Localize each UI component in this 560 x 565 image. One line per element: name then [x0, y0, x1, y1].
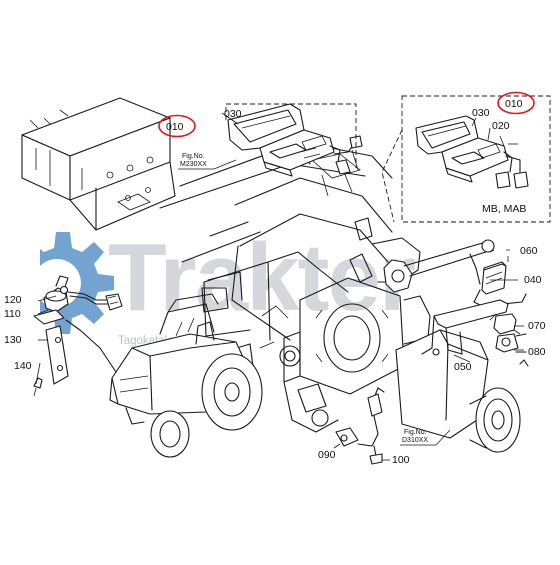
part-label-080: 080: [528, 346, 546, 358]
part-label-040: 040: [524, 274, 542, 286]
part-label-140: 140: [14, 360, 32, 372]
leader-lines: [35, 112, 524, 461]
watermark-brand: Trakter: [108, 224, 415, 331]
figure-ref-bottom: Fig.No. D310XX: [400, 429, 451, 446]
sensor-assembly-drawing: [33, 275, 123, 397]
part-label-030-main: 030: [224, 108, 242, 120]
watermark: Trakter Tagokatalogus: [40, 224, 417, 347]
part-label-050: 050: [454, 361, 472, 373]
part-label-030-inset: 030: [472, 107, 490, 119]
part-labels: 010 030 010 030 020 060 040 070 080 050 …: [4, 98, 546, 466]
rear-axle-drawing: [395, 329, 521, 453]
part-label-120: 120: [4, 294, 22, 306]
tractor-thumbnail: [109, 293, 263, 458]
figure-ref-top-line2: M230XX: [180, 161, 207, 168]
chassis-frame-drawing: [21, 97, 176, 231]
right-components-drawing: [383, 239, 529, 367]
part-label-010-main: 010: [166, 121, 184, 133]
highlight-circle-main: [158, 114, 196, 138]
part-label-130: 130: [4, 334, 22, 346]
inset-caption: MB, MAB: [482, 203, 526, 215]
figure-ref-top-line1: Fig.No.: [182, 153, 205, 160]
figure-ref-top: Fig.No. M230XX: [178, 153, 237, 170]
figure-ref-bottom-line2: D310XX: [402, 437, 428, 444]
part-label-070: 070: [528, 320, 546, 332]
inset-box: [381, 95, 551, 223]
part-label-110: 110: [4, 308, 21, 320]
figure-ref-bottom-line1: Fig.No.: [404, 429, 427, 436]
part-label-090: 090: [318, 449, 336, 461]
monitor-switch-drawing: [227, 103, 363, 177]
part-label-020-inset: 020: [492, 120, 510, 132]
part-label-060: 060: [520, 245, 538, 257]
highlight-circle-inset: [497, 91, 535, 115]
part-label-010-inset: 010: [505, 98, 523, 110]
monitor-dashed-leader: [225, 103, 357, 168]
part-label-100: 100: [392, 454, 410, 466]
lower-sensor-drawing: [335, 387, 385, 465]
